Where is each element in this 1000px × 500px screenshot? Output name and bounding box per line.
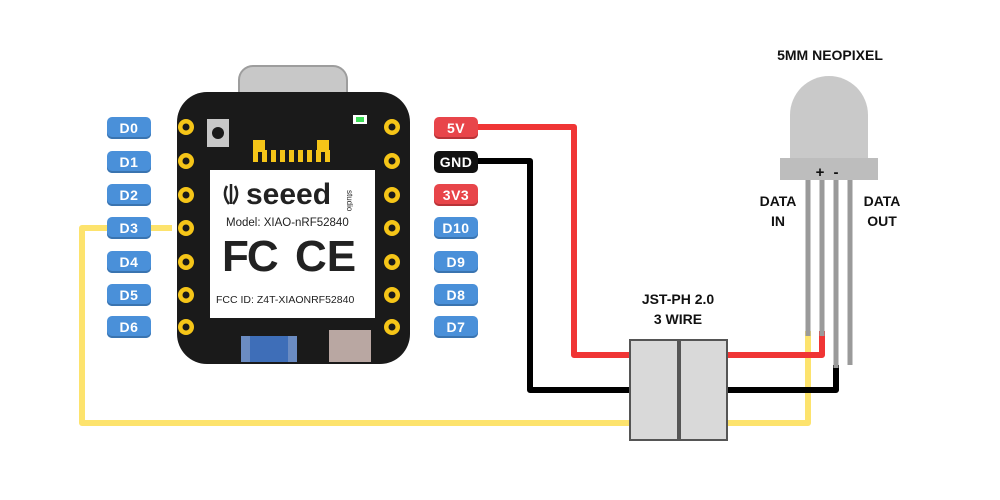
connector-caption: JST-PH 2.0 3 WIRE (618, 289, 738, 329)
pin-label-d0: D0 (107, 117, 151, 139)
pin-label-d2: D2 (107, 184, 151, 206)
data-out-line2: OUT (867, 213, 897, 229)
wire-power-led (727, 331, 825, 358)
pin-label-5v: 5V (434, 117, 478, 139)
pin-label-d1: D1 (107, 151, 151, 173)
connector-caption-line1: JST-PH 2.0 (641, 291, 715, 307)
pin-label-d7: D7 (434, 316, 478, 338)
fcc-id-text: FCC ID: Z4T-XIAONRF52840 (216, 294, 355, 306)
led-minus-label: - (833, 164, 839, 181)
neopixel-led (780, 76, 878, 180)
data-in-line1: DATA (759, 193, 797, 209)
pin-label-d8: D8 (434, 284, 478, 306)
ce-logo-icon: CE (295, 232, 357, 281)
pin-label-d10: D10 (434, 217, 478, 239)
model-text: Model: XIAO-nRF52840 (226, 217, 349, 229)
pin-label-gnd: GND (434, 151, 478, 173)
pin-label-d5: D5 (107, 284, 151, 306)
pin-label-d6: D6 (107, 316, 151, 338)
seeed-logo-icon (223, 184, 239, 205)
data-in-line2: IN (771, 213, 785, 229)
wire-ground-led (727, 365, 839, 393)
wire-ground (478, 158, 630, 393)
fcc-logo-icon: FC (222, 232, 279, 281)
brand-name: seeed (246, 178, 332, 211)
pin-label-d9: D9 (434, 251, 478, 273)
data-out-line1: DATA (863, 193, 901, 209)
pin-label-d4: D4 (107, 251, 151, 273)
pin-label-d3: D3 (107, 217, 151, 239)
neopixel-title: 5MM NEOPIXEL (777, 47, 883, 63)
data-out-label: DATA OUT (852, 191, 912, 231)
xiao-board (177, 92, 410, 364)
wire-power (478, 124, 630, 358)
led-plus-label: + (815, 164, 825, 181)
jst-connector (629, 339, 728, 441)
pin-label-3v3: 3V3 (434, 184, 478, 206)
brand-sub: studio (345, 190, 354, 212)
wire-data-led (727, 331, 811, 426)
data-in-label: DATA IN (748, 191, 808, 231)
connector-caption-line2: 3 WIRE (653, 311, 703, 327)
